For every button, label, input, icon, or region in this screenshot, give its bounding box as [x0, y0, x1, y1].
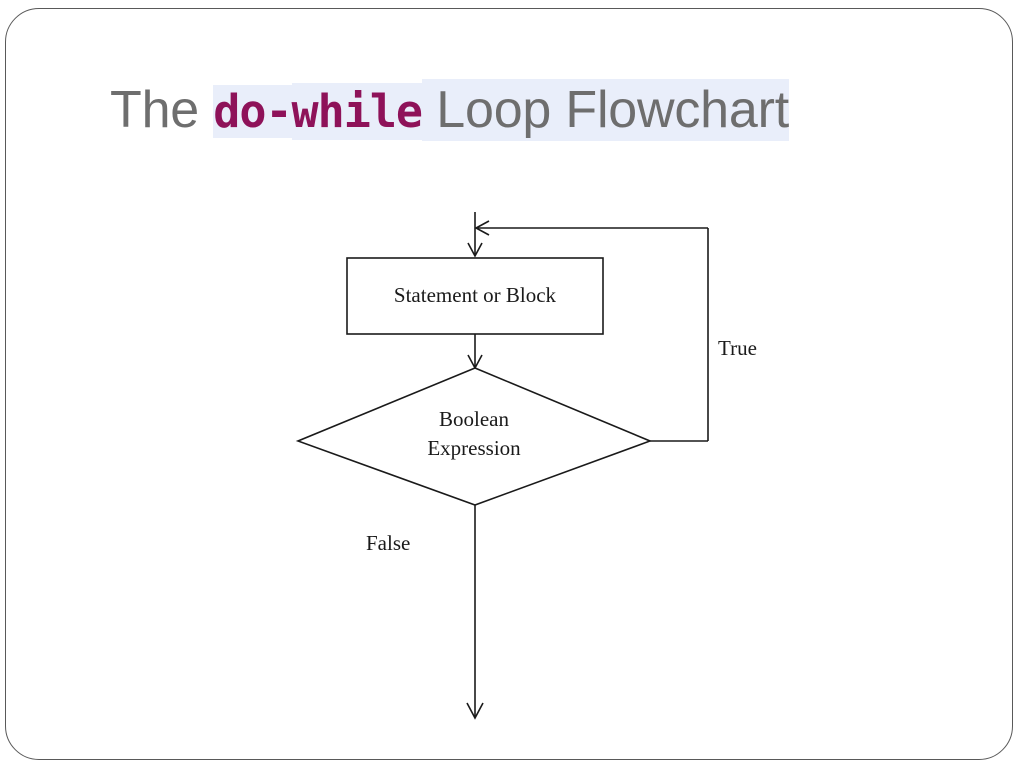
- branch-label-false: False: [366, 531, 411, 555]
- decision-diamond-label: Boolean Expression: [374, 405, 574, 463]
- process-box-label: Statement or Block: [393, 283, 557, 307]
- loopback-arrowhead-icon: [474, 220, 490, 236]
- title-segment-loop-flowchart: Loop Flowchart: [422, 79, 789, 141]
- slide-frame-border: [5, 8, 1013, 760]
- title-segment-while: while: [291, 83, 423, 140]
- page-title: The do-while Loop Flowchart: [110, 76, 930, 148]
- title-segment-do: do-: [213, 85, 293, 138]
- process-box: [346, 257, 604, 335]
- decision-label-line-2: Expression: [427, 436, 521, 460]
- false-exit-arrowhead-icon: [466, 702, 484, 720]
- branch-label-true: True: [718, 336, 757, 360]
- entry-arrowhead-icon: [467, 242, 483, 258]
- decision-label-line-1: Boolean: [439, 407, 509, 431]
- title-segment-the: The: [110, 81, 214, 139]
